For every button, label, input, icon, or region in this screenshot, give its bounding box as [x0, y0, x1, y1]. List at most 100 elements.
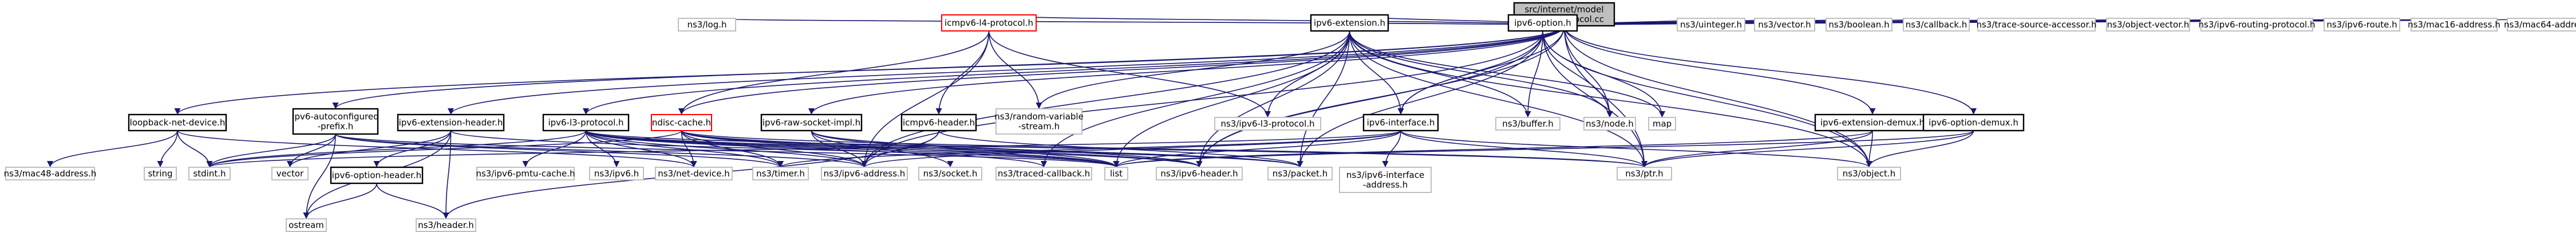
node-ipv6-raw-socket-impl-h[interactable]: ipv6-raw-socket-impl.h	[760, 113, 863, 132]
edge-autoprefix-to-list	[335, 133, 1120, 168]
node-ns3-mac16-address-h: ns3/mac16-address.h	[2408, 18, 2500, 32]
edge-ipv6ext-to-ptr	[1349, 30, 1648, 168]
edge-l3proto-to-ipv6h	[585, 130, 620, 168]
node-label: ns3/ipv6-header.h	[1160, 168, 1238, 179]
node-ipv6-interface-h[interactable]: ipv6-interface.h	[1362, 113, 1439, 132]
node-ipv6-option-header-h[interactable]: ipv6-option-header.h	[330, 166, 424, 184]
node-label: -address.h	[1363, 180, 1408, 190]
node-box	[821, 167, 908, 180]
node-label: ipv6-extension-demux.h	[1820, 117, 1925, 128]
edge-root-to-node	[1563, 25, 1613, 118]
node-box	[1677, 18, 1745, 32]
node-box	[1156, 167, 1243, 180]
node-label: ipv6-autoconfigured	[292, 112, 378, 122]
edge-l3proto-to-stdint	[206, 130, 587, 168]
node-label: ns3/ptr.h	[1625, 168, 1663, 179]
node-ns3-mac64-address-h: ns3/mac64-address.h	[2504, 18, 2576, 32]
node-ipv6-l3-protocol-h[interactable]: ipv6-l3-protocol.h	[542, 113, 630, 132]
node-ns3-buffer-h: ns3/buffer.h	[1495, 117, 1560, 131]
node-box	[589, 167, 644, 180]
node-box	[1977, 18, 2096, 32]
node-icmpv6-header-h[interactable]: icmpv6-header.h	[900, 113, 977, 132]
node-label: ns3/mac16-address.h	[2408, 19, 2500, 30]
edge-ndisc-to-stdint	[206, 130, 682, 168]
edge-ipv6ext-to-list	[1113, 30, 1350, 168]
edge-autoprefix-to-timer	[335, 133, 784, 168]
node-icmpv6-l4-protocol-h[interactable]: icmpv6-l4-protocol.h	[941, 14, 1037, 32]
edge-ndisc-to-packet	[681, 130, 1303, 168]
edge-iface-to-stdint	[207, 130, 1401, 168]
edge-iface-to-ptr	[1400, 130, 1647, 168]
edge-root-to-rawsock	[808, 25, 1565, 115]
node-label: ns3/callback.h	[1906, 19, 1967, 30]
edge-ndisc-to-timer	[681, 130, 784, 168]
node-box	[1922, 113, 2025, 132]
edge-ndisc-to-ipv6addr	[681, 130, 868, 168]
node-label: ns3/timer.h	[756, 168, 805, 179]
node-label: icmpv6-l4-protocol.h	[945, 18, 1033, 28]
edge-ipv6opt-to-iface	[1397, 30, 1543, 115]
edge-extheader-to-header	[442, 130, 452, 219]
edge-rawsock-to-list	[811, 130, 1120, 168]
node-box	[651, 114, 712, 131]
node-label: ns3/mac48-address.h	[4, 168, 97, 179]
node-label: ns3/net-device.h	[658, 168, 730, 179]
edge-root-to-extheader	[448, 25, 1565, 115]
edge-ipv6ext-to-ipv6header	[1196, 30, 1350, 168]
node-ipv6-option-h[interactable]: ipv6-option.h	[1507, 14, 1578, 32]
node-label: icmpv6-header.h	[903, 117, 975, 128]
edge-autoprefix-to-stdint	[206, 133, 336, 168]
node-label: ns3/object-vector.h	[2107, 19, 2190, 30]
edge-extdemux-to-list	[1113, 130, 1873, 168]
node-box	[760, 113, 863, 132]
edge-extdemux-to-ptr	[1641, 130, 1873, 168]
node-label: vector	[276, 168, 304, 179]
node-box	[1267, 167, 1333, 180]
node-label: ns3/ipv6-address.h	[824, 168, 906, 179]
node-string: string	[144, 167, 177, 180]
node-ns3-random-variable-stream-h: ns3/random-variable-stream.h	[994, 108, 1084, 135]
node-ipv6-option-demux-h[interactable]: ipv6-option-demux.h	[1922, 113, 2025, 132]
edge-l3proto-to-list	[585, 130, 1120, 168]
node-ipv6-extension-demux-h[interactable]: ipv6-extension-demux.h	[1814, 113, 1931, 132]
edge-ipv6ext-to-map	[1349, 30, 1666, 118]
node-ns3-ipv6-l3-protocol-h: ns3/ipv6-l3-protocol.h	[1214, 117, 1321, 131]
node-ns3-node-h: ns3/node.h	[1583, 117, 1636, 131]
edge-l3proto-to-netdevice	[585, 130, 697, 168]
node-label: ostream	[289, 220, 324, 230]
node-ipv6-extension-h[interactable]: ipv6-extension.h	[1310, 14, 1389, 32]
node-label: -prefix.h	[318, 121, 354, 132]
node-loopback-net-device-h[interactable]: loopback-net-device.h	[128, 113, 227, 132]
node-label: ns3/log.h	[687, 19, 726, 30]
node-ndisc-cache-h[interactable]: ndisc-cache.h	[651, 114, 712, 131]
node-label: ns3/boolean.h	[1828, 19, 1889, 30]
node-ns3-vector-h: ns3/vector.h	[1754, 18, 1815, 32]
node-box	[292, 108, 379, 135]
node-label: stdint.h	[193, 168, 226, 179]
node-label: ns3/random-variable	[994, 112, 1084, 122]
node-box	[1310, 14, 1389, 32]
edge-l3proto-to-timer	[585, 130, 784, 168]
node-ns3-callback-h: ns3/callback.h	[1903, 18, 1970, 32]
node-box	[476, 167, 575, 180]
node-box	[286, 218, 327, 232]
node-label: ns3/header.h	[418, 220, 474, 230]
node-ns3-boolean-h: ns3/boolean.h	[1826, 18, 1893, 32]
node-list: list	[1104, 167, 1128, 180]
node-box	[995, 108, 1082, 135]
edge-ipv6opt-to-ptr	[1542, 30, 1648, 168]
node-ipv6-autoconfigured-prefix-h[interactable]: ipv6-autoconfigured-prefix.h	[292, 108, 379, 135]
node-box	[1214, 117, 1321, 131]
node-ns3-ipv6-interface-address-h: ns3/ipv6-interface-address.h	[1339, 167, 1432, 193]
node-ns3-ipv6-address-h: ns3/ipv6-address.h	[821, 167, 908, 180]
node-box	[941, 14, 1037, 32]
edge-root-to-ptr	[1563, 25, 1648, 168]
node-box	[330, 166, 424, 184]
node-ipv6-extension-header-h[interactable]: ipv6-extension-header.h	[397, 113, 505, 132]
node-label: ns3/node.h	[1586, 119, 1634, 129]
node-ns3-ipv6-routing-protocol-h: ns3/ipv6-routing-protocol.h	[2199, 18, 2315, 32]
node-label: ns3/packet.h	[1273, 168, 1327, 179]
node-ns3-uinteger-h: ns3/uinteger.h	[1677, 18, 1745, 32]
edge-extheader-to-vectorstd	[286, 130, 452, 168]
edge-icmpv6l4-to-randvar	[988, 30, 1042, 109]
